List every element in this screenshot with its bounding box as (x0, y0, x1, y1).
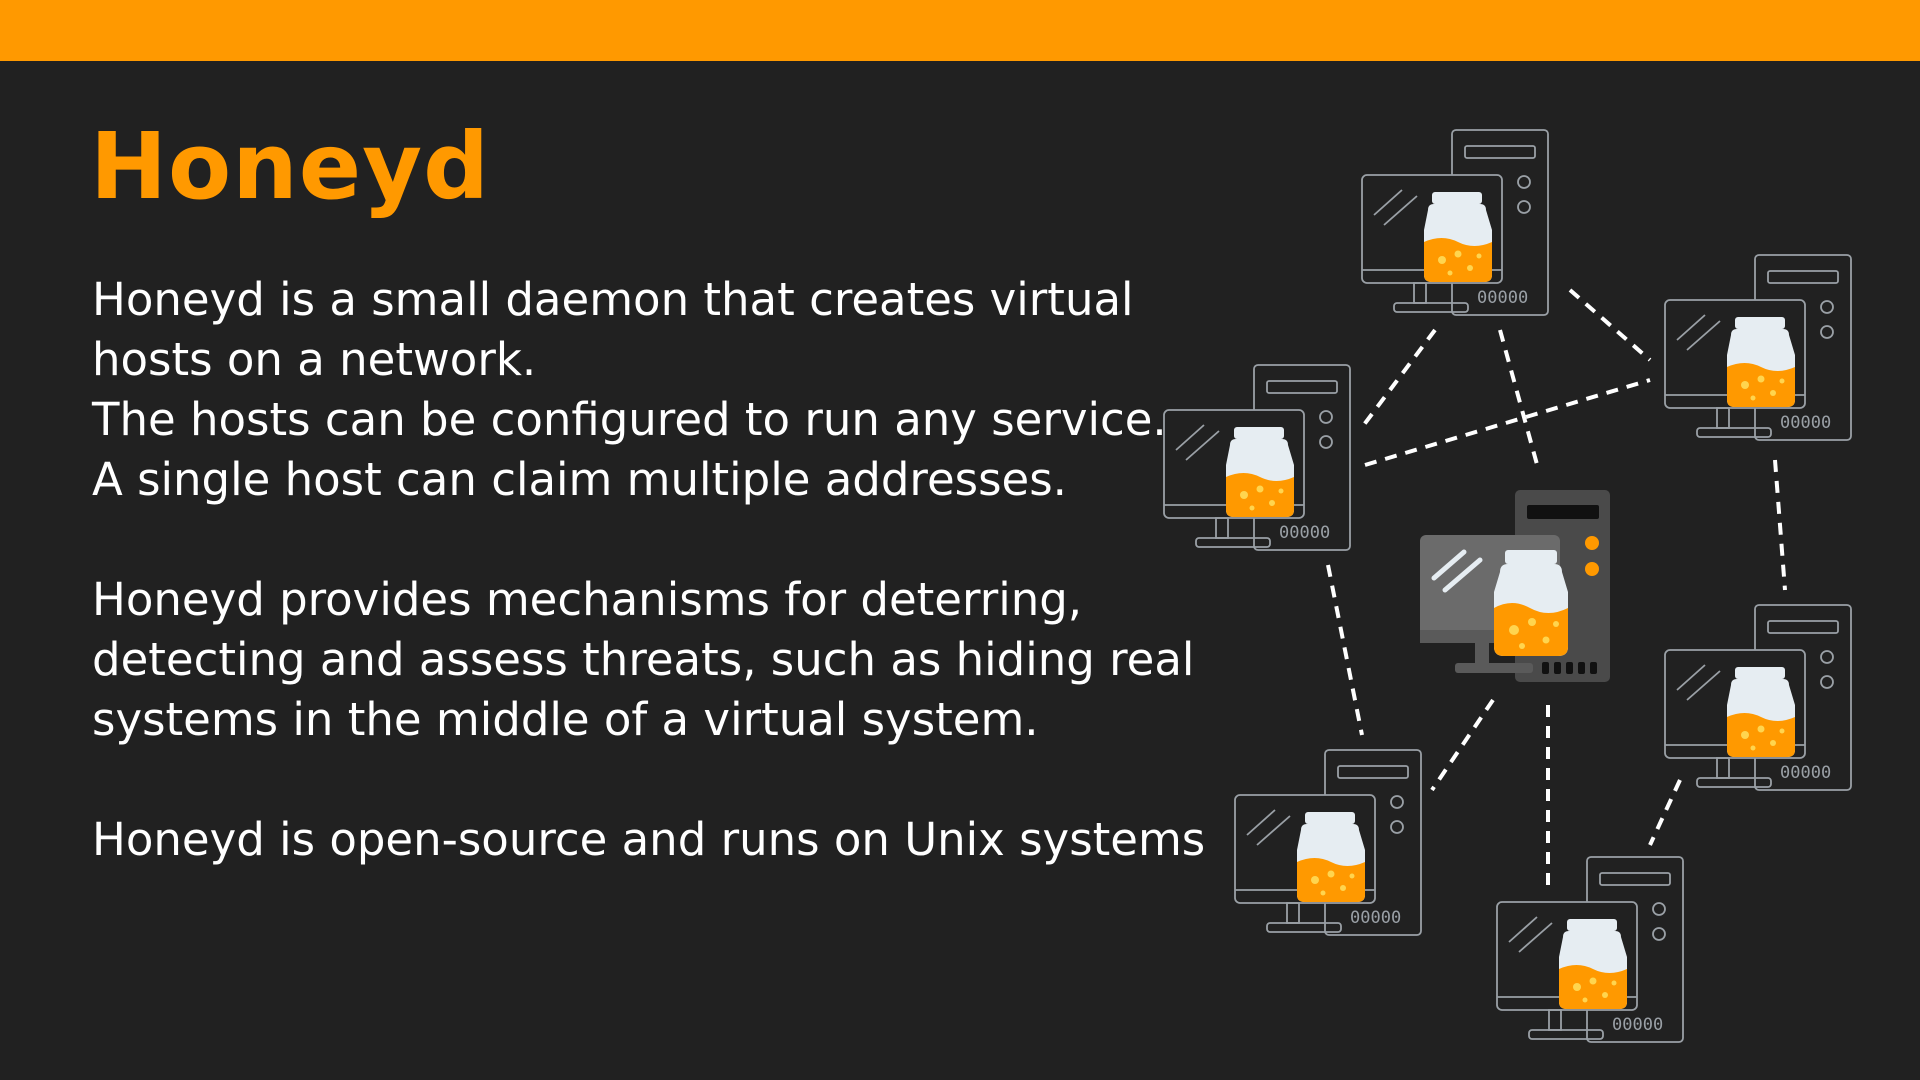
led-label: 00000 (1279, 523, 1330, 543)
virtual-host-computer-icon: 00000 (1234, 749, 1422, 936)
paragraph-mechanisms: Honeyd provides mechanisms for deterring… (92, 570, 1262, 750)
body-line: A single host can claim multiple address… (92, 453, 1067, 506)
paragraph-intro: Honeyd is a small daemon that creates vi… (92, 270, 1262, 510)
real-system-computer-icon (1420, 490, 1610, 682)
led-label: 00000 (1780, 763, 1831, 783)
body-line: Honeyd is a small daemon that creates vi… (92, 273, 1134, 386)
virtual-host-computer-icon: 00000 (1163, 364, 1351, 551)
body-line: Honeyd provides mechanisms for deterring… (92, 573, 1195, 746)
led-label: 00000 (1477, 288, 1528, 308)
paragraph-open-source: Honeyd is open-source and runs on Unix s… (92, 810, 1262, 870)
led-label: 00000 (1612, 1015, 1663, 1035)
virtual-host-computer-icon: 00000 (1496, 856, 1684, 1043)
network-links (1326, 288, 1787, 890)
slide-body: Honeyd is a small daemon that creates vi… (92, 270, 1262, 870)
virtual-host-computer-icon: 00000 (1664, 254, 1852, 441)
led-label: 00000 (1780, 413, 1831, 433)
virtual-host-computer-icon: 00000 (1361, 129, 1549, 316)
top-accent-bar (0, 0, 1920, 61)
body-line: The hosts can be configured to run any s… (92, 393, 1167, 446)
slide-title: Honeyd (90, 113, 490, 220)
virtual-host-computer-icon: 00000 (1664, 604, 1852, 791)
led-label: 00000 (1350, 908, 1401, 928)
body-line: Honeyd is open-source and runs on Unix s… (92, 813, 1206, 866)
